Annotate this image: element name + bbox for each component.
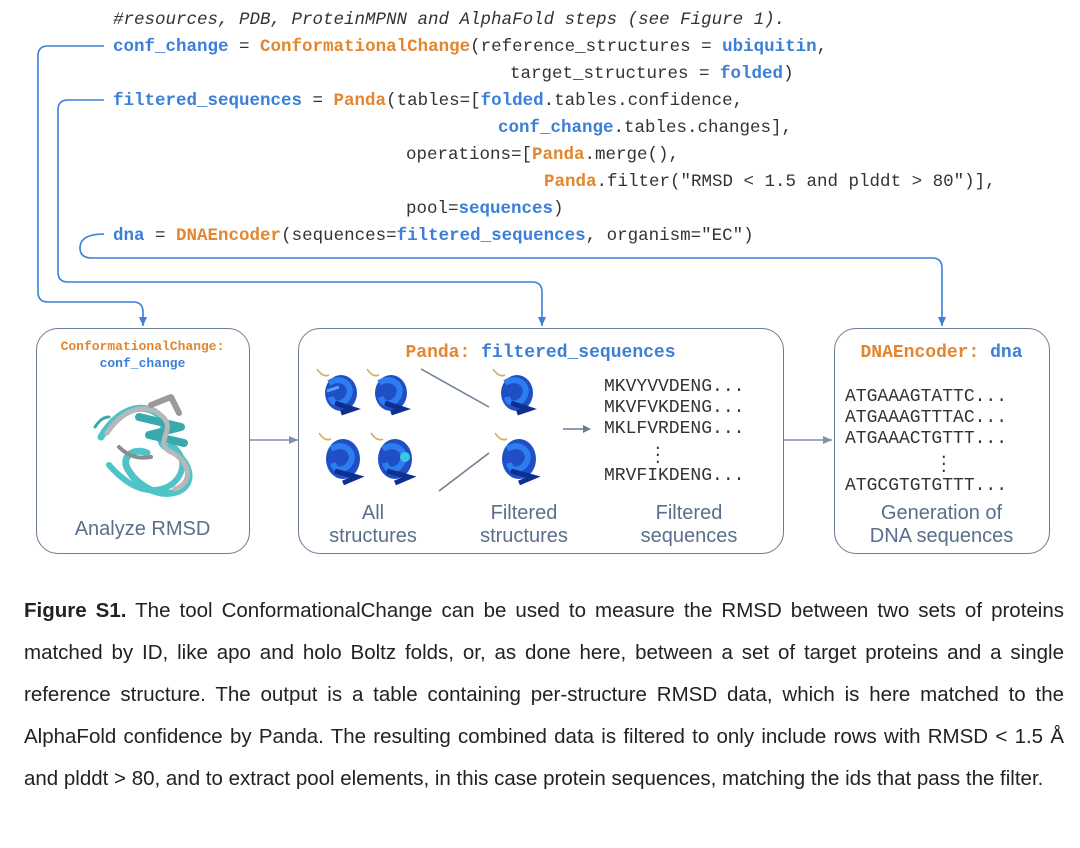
caption-seq-line1: Filtered bbox=[655, 502, 723, 524]
caption-all-line1: All bbox=[361, 502, 385, 524]
box-dna-encoder: DNAEncoder: dna ATGAAAGTATTC... ATGAAAGT… bbox=[834, 328, 1050, 554]
code-class-panda: Panda bbox=[333, 91, 387, 111]
code-val-filtered-sequences: filtered_sequences bbox=[396, 226, 586, 246]
code-eq: = bbox=[228, 37, 261, 57]
code-val-folded: folded bbox=[480, 91, 544, 111]
code-line-changes: conf_change.tables.changes], bbox=[498, 118, 792, 138]
code-args: .merge(), bbox=[584, 145, 680, 165]
figure-label: Figure S1. bbox=[24, 599, 127, 622]
caption-dna-line1: Generation of bbox=[880, 502, 1003, 524]
protein-seq-1: MKVYVVDENG... bbox=[604, 377, 745, 397]
code-val-sequences: sequences bbox=[458, 199, 554, 219]
protein-seq-2: MKVFVKDENG... bbox=[604, 398, 745, 418]
code-var-filtered-sequences: filtered_sequences bbox=[113, 91, 303, 111]
box-panda-title: Panda: filtered_sequences bbox=[299, 343, 782, 363]
code-var-dna: dna bbox=[113, 226, 145, 246]
dna-seq-1: ATGAAAGTATTC... bbox=[845, 387, 1008, 407]
code-punct: ) bbox=[783, 64, 794, 84]
code-line-pool: pool=sequences) bbox=[406, 199, 564, 219]
box-conf-title-class: ConformationalChange: bbox=[60, 339, 225, 354]
filtered-structures-image bbox=[492, 368, 541, 486]
caption-filt-line1: Filtered bbox=[490, 502, 558, 524]
box-dna-title: DNAEncoder: dna bbox=[835, 343, 1048, 363]
box-conformational-change: ConformationalChange: conf_change Analyz… bbox=[36, 328, 250, 554]
code-line-operations: operations=[Panda.merge(), bbox=[406, 145, 679, 165]
box-panda: Panda: filtered_sequences bbox=[298, 328, 784, 554]
code-line-dna: dna = DNAEncoder(sequences=filtered_sequ… bbox=[113, 226, 754, 246]
code-class-dnaencoder: DNAEncoder bbox=[176, 226, 282, 246]
code-args: (sequences= bbox=[281, 226, 397, 246]
connector-arrows bbox=[37, 45, 946, 444]
code-args: pool= bbox=[406, 199, 459, 219]
code-line-target: target_structures = folded) bbox=[510, 64, 794, 84]
dna-seq-3: ATGAAACTGTTT... bbox=[845, 429, 1008, 449]
caption-filt-line2: structures bbox=[480, 525, 568, 547]
code-args: (tables=[ bbox=[386, 91, 481, 111]
vertical-ellipsis: ... bbox=[653, 436, 663, 468]
box-conf-title-var: conf_change bbox=[99, 356, 186, 371]
code-class-panda: Panda bbox=[532, 145, 585, 165]
code-eq: = bbox=[302, 91, 334, 111]
all-structures-image bbox=[316, 368, 417, 486]
code-args: , organism="EC") bbox=[585, 226, 754, 246]
figure-caption-text: The tool ConformationalChange can be use… bbox=[24, 599, 1064, 790]
arrow-conf-change bbox=[37, 45, 147, 326]
code-var-conf-change: conf_change bbox=[113, 37, 229, 57]
code-args: (reference_structures = bbox=[470, 37, 723, 57]
code-args: .tables.confidence, bbox=[543, 91, 744, 111]
code-args: .filter("RMSD < 1.5 and plddt > 80")], bbox=[596, 172, 996, 192]
code-val-conf-change: conf_change bbox=[498, 118, 614, 138]
code-val-folded: folded bbox=[720, 64, 784, 84]
code-block: #resources, PDB, ProteinMPNN and AlphaFo… bbox=[0, 0, 1080, 250]
code-line-filter: Panda.filter("RMSD < 1.5 and plddt > 80"… bbox=[544, 172, 996, 192]
code-comment: #resources, PDB, ProteinMPNN and AlphaFo… bbox=[113, 10, 786, 30]
vertical-ellipsis: ... bbox=[939, 445, 949, 477]
code-class-panda: Panda bbox=[544, 172, 597, 192]
box-dna-title-var: dna bbox=[990, 343, 1023, 363]
code-eq: = bbox=[144, 226, 177, 246]
box-dna-title-class: DNAEncoder: bbox=[860, 343, 980, 363]
box-conf-title: ConformationalChange: conf_change bbox=[37, 338, 248, 372]
code-val-ubiquitin: ubiquitin bbox=[722, 37, 817, 57]
code-args: target_structures = bbox=[510, 64, 721, 84]
caption-all-line2: structures bbox=[329, 525, 417, 547]
dna-seq-2: ATGAAAGTTTAC... bbox=[845, 408, 1008, 428]
filter-arrows bbox=[420, 368, 490, 492]
code-line-conf-change: conf_change = ConformationalChange(refer… bbox=[113, 37, 827, 57]
code-punct: ) bbox=[553, 199, 564, 219]
protein-seq-4: MRVFIKDENG... bbox=[604, 466, 745, 486]
dna-seq-4: ATGCGTGTGTTT... bbox=[845, 476, 1008, 496]
arrow-dna bbox=[79, 233, 946, 326]
protein-seq-3: MKLFVRDENG... bbox=[604, 419, 745, 439]
ubiquitin-overlay-image bbox=[93, 394, 193, 497]
figure-caption: Figure S1. The tool ConformationalChange… bbox=[24, 590, 1064, 800]
caption-dna-line2: DNA sequences bbox=[869, 525, 1014, 547]
box-conf-caption: Analyze RMSD bbox=[74, 518, 211, 540]
code-args: .tables.changes], bbox=[613, 118, 793, 138]
code-line-filtered: filtered_sequences = Panda(tables=[folde… bbox=[113, 91, 743, 111]
box-panda-title-class: Panda: bbox=[405, 343, 471, 363]
caption-seq-line2: sequences bbox=[640, 525, 738, 547]
arrow-filtered-sequences bbox=[57, 99, 546, 326]
code-args: operations=[ bbox=[406, 145, 533, 165]
box-panda-title-var: filtered_sequences bbox=[481, 343, 676, 363]
code-punct: , bbox=[816, 37, 828, 57]
seq-arrow bbox=[563, 425, 591, 433]
code-class-conformationalchange: ConformationalChange bbox=[260, 37, 471, 57]
